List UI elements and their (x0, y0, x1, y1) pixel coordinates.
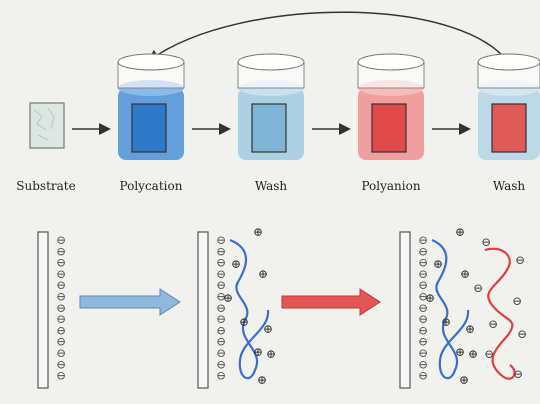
polycation-plus-charge: ⊕ (253, 345, 263, 359)
surface-minus-charge: ⊖ (418, 369, 428, 383)
polycation-plus-charge: ⊕ (425, 291, 435, 305)
polyanion-minus-charge: ⊖ (512, 294, 522, 308)
polycation-plus-charge: ⊕ (263, 322, 273, 336)
polycation-plus-charge: ⊕ (465, 322, 475, 336)
polycation-plus-charge: ⊕ (253, 225, 263, 239)
beaker-wash-1 (238, 54, 304, 160)
surface-minus-charge: ⊖ (216, 369, 226, 383)
polycation-plus-charge: ⊕ (468, 347, 478, 361)
polycation-plus-charge: ⊕ (258, 267, 268, 281)
surface-minus-charge: ⊖ (56, 369, 66, 383)
polycation-plus-charge: ⊕ (441, 315, 451, 329)
polycation-plus-charge: ⊕ (223, 291, 233, 305)
polycation-plus-charge: ⊕ (455, 345, 465, 359)
polycation-plus-charge: ⊕ (460, 267, 470, 281)
label-polyanion: Polyanion (361, 179, 420, 193)
transition-arrow-blue (80, 289, 180, 315)
polycation-plus-charge: ⊕ (239, 315, 249, 329)
beaker-polycation (118, 54, 184, 160)
polycation-plus-charge: ⊕ (459, 373, 469, 387)
beaker-wash-2 (478, 54, 540, 160)
polyanion-minus-charge: ⊖ (517, 327, 527, 341)
label-polycation: Polycation (120, 179, 183, 193)
beaker-polyanion (358, 54, 424, 160)
layer-stage-1: ⊖⊖⊖⊖⊖⊖⊖⊖⊖⊖⊖⊖⊖ (38, 232, 66, 388)
polyanion-minus-charge: ⊖ (513, 367, 523, 381)
polyanion-minus-charge: ⊖ (488, 317, 498, 331)
polyanion-minus-charge: ⊖ (484, 347, 494, 361)
transition-arrow-red (282, 289, 380, 315)
polycation-plus-charge: ⊕ (266, 347, 276, 361)
layer-stage-3: ⊖⊖⊖⊖⊖⊖⊖⊖⊖⊖⊖⊖⊖⊕⊕⊕⊕⊕⊕⊕⊕⊕⊖⊖⊖⊖⊖⊖⊖⊖ (400, 225, 527, 388)
polycation-plus-charge: ⊕ (257, 373, 267, 387)
label-substrate: Substrate (16, 179, 75, 193)
substrate-slide (30, 103, 64, 148)
polycation-plus-charge: ⊕ (455, 225, 465, 239)
label-wash-1: Wash (255, 179, 288, 193)
polycation-plus-charge: ⊕ (231, 257, 241, 271)
layer-stage-2: ⊖⊖⊖⊖⊖⊖⊖⊖⊖⊖⊖⊖⊖⊕⊕⊕⊕⊕⊕⊕⊕⊕ (198, 225, 276, 388)
polyanion-minus-charge: ⊖ (473, 281, 483, 295)
polycation-plus-charge: ⊕ (433, 257, 443, 271)
polyanion-minus-charge: ⊖ (481, 235, 491, 249)
polyanion-minus-charge: ⊖ (515, 253, 525, 267)
cycle-return-arrow (150, 12, 512, 68)
label-wash-2: Wash (493, 179, 526, 193)
